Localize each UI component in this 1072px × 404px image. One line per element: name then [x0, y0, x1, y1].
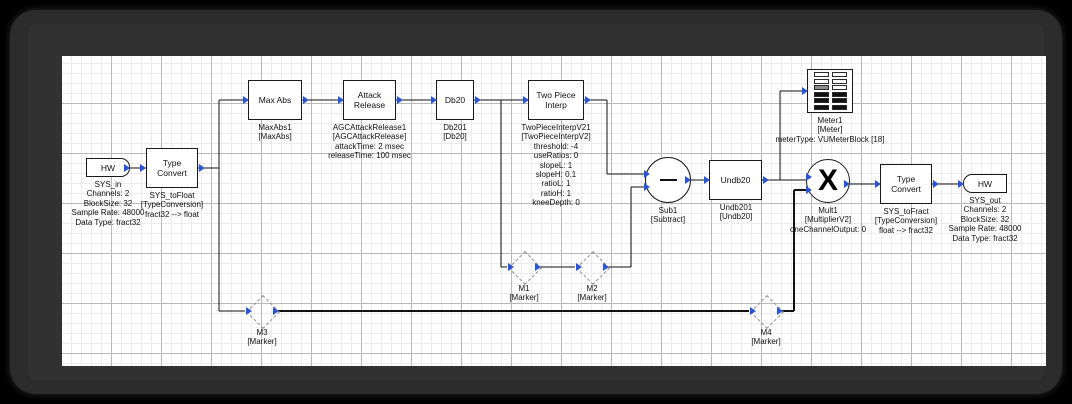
caption-meter1: Meter1 [Meter]	[817, 116, 843, 135]
block-sys-in-label: HW	[100, 162, 116, 173]
caption-attack-release: AGCAttackRelease1 [AGCAttackRelease] att…	[328, 123, 411, 161]
caption-m1: M1 [Marker]	[509, 284, 539, 303]
caption-mult1: Mult1 [MultiplierV2] oneChannelOutput: 0	[789, 206, 867, 234]
caption-undb20: Undb201 [Undb20]	[719, 203, 753, 222]
caption-sys-out: SYS_out Channels: 2 BlockSize: 32 Sample…	[948, 196, 1022, 243]
block-type-convert-out[interactable]: Type Convert	[880, 164, 932, 204]
caption-max-abs: MaxAbs1 [MaxAbs]	[258, 123, 292, 142]
signal-flow-canvas[interactable]: HW SYS_in Channels: 2 BlockSize: 32 Samp…	[62, 56, 1046, 366]
port-type-convert-out-output	[933, 180, 939, 188]
block-max-abs-label: Max Abs	[258, 95, 292, 105]
caption-type-convert-in: SYS_toFloat [TypeConversion] fract32 -->…	[140, 191, 204, 219]
caption-m4: M4 [Marker]	[751, 328, 781, 347]
port-sub1-input-top	[644, 170, 650, 178]
block-mult1[interactable]: X	[806, 159, 850, 203]
block-type-convert-in-label: Type Convert	[157, 158, 187, 178]
port-sub1-output	[685, 176, 691, 184]
block-two-piece-interp[interactable]: Two Piece Interp	[528, 80, 584, 120]
block-attack-release-label: Attack Release	[353, 90, 386, 110]
caption-db20: Db201 [Db20]	[443, 123, 467, 142]
device-frame-inner: HW SYS_in Channels: 2 BlockSize: 32 Samp…	[28, 24, 1046, 380]
block-max-abs[interactable]: Max Abs	[248, 80, 302, 120]
multiply-icon: X	[817, 164, 838, 197]
caption-sub1: Sub1 [Subtract]	[650, 206, 686, 225]
block-sub1[interactable]	[645, 157, 691, 203]
port-attack-release-output	[397, 96, 403, 104]
block-type-convert-out-label: Type Convert	[891, 174, 921, 194]
port-type-convert-in-input	[140, 164, 146, 172]
port-attack-release-input	[338, 96, 344, 104]
block-two-piece-interp-label: Two Piece Interp	[536, 90, 576, 110]
block-attack-release[interactable]: Attack Release	[343, 80, 396, 120]
block-undb20-label: Undb20	[720, 175, 751, 185]
vu-meter-icon	[813, 72, 847, 110]
block-sys-out[interactable]: HW	[963, 174, 1007, 193]
port-m1-output	[535, 263, 541, 271]
port-db20-output	[475, 96, 481, 104]
caption-meter1-property: meterType: VUMeterBlock [18]	[775, 135, 885, 144]
wire-layer	[124, 90, 958, 313]
port-m3-output	[273, 307, 279, 315]
port-sys-out-input	[958, 180, 964, 188]
port-m2-input	[576, 263, 582, 271]
caption-m2: M2 [Marker]	[577, 284, 607, 303]
port-mult1-input-bottom	[806, 186, 812, 194]
port-two-piece-interp-input	[523, 96, 529, 104]
port-mult1-output	[844, 180, 850, 188]
port-two-piece-interp-output	[585, 96, 591, 104]
device-frame: HW SYS_in Channels: 2 BlockSize: 32 Samp…	[10, 10, 1062, 394]
block-db20-label: Db20	[444, 95, 466, 105]
minus-icon	[659, 179, 677, 181]
port-max-abs-input	[243, 96, 249, 104]
caption-m3: M3 [Marker]	[247, 328, 277, 347]
port-max-abs-output	[303, 96, 309, 104]
block-sys-out-label: HW	[977, 178, 993, 189]
block-db20[interactable]: Db20	[436, 80, 474, 120]
port-m4-output	[777, 307, 783, 315]
port-type-convert-out-input	[875, 180, 881, 188]
port-undb20-input	[704, 176, 710, 184]
port-m2-output	[603, 263, 609, 271]
block-meter1[interactable]	[807, 69, 853, 113]
port-db20-input	[431, 96, 437, 104]
caption-type-convert-out: SYS_toFract [TypeConversion] float --> f…	[874, 207, 938, 235]
port-mult1-input-top	[806, 173, 812, 181]
port-m3-input	[246, 307, 252, 315]
caption-two-piece-interp: TwoPieceInterpV21 [TwoPieceInterpV2] thr…	[521, 123, 591, 208]
port-m4-input	[750, 307, 756, 315]
port-undb20-output	[763, 176, 769, 184]
port-meter1-input	[802, 87, 808, 95]
block-undb20[interactable]: Undb20	[709, 160, 762, 200]
caption-sys-in: SYS_in Channels: 2 BlockSize: 32 Sample …	[71, 180, 145, 227]
block-type-convert-in[interactable]: Type Convert	[146, 148, 198, 188]
port-sub1-input-bottom	[644, 183, 650, 191]
port-type-convert-in-output	[199, 164, 205, 172]
port-sys-in-out	[124, 164, 130, 172]
port-m1-input	[508, 263, 514, 271]
